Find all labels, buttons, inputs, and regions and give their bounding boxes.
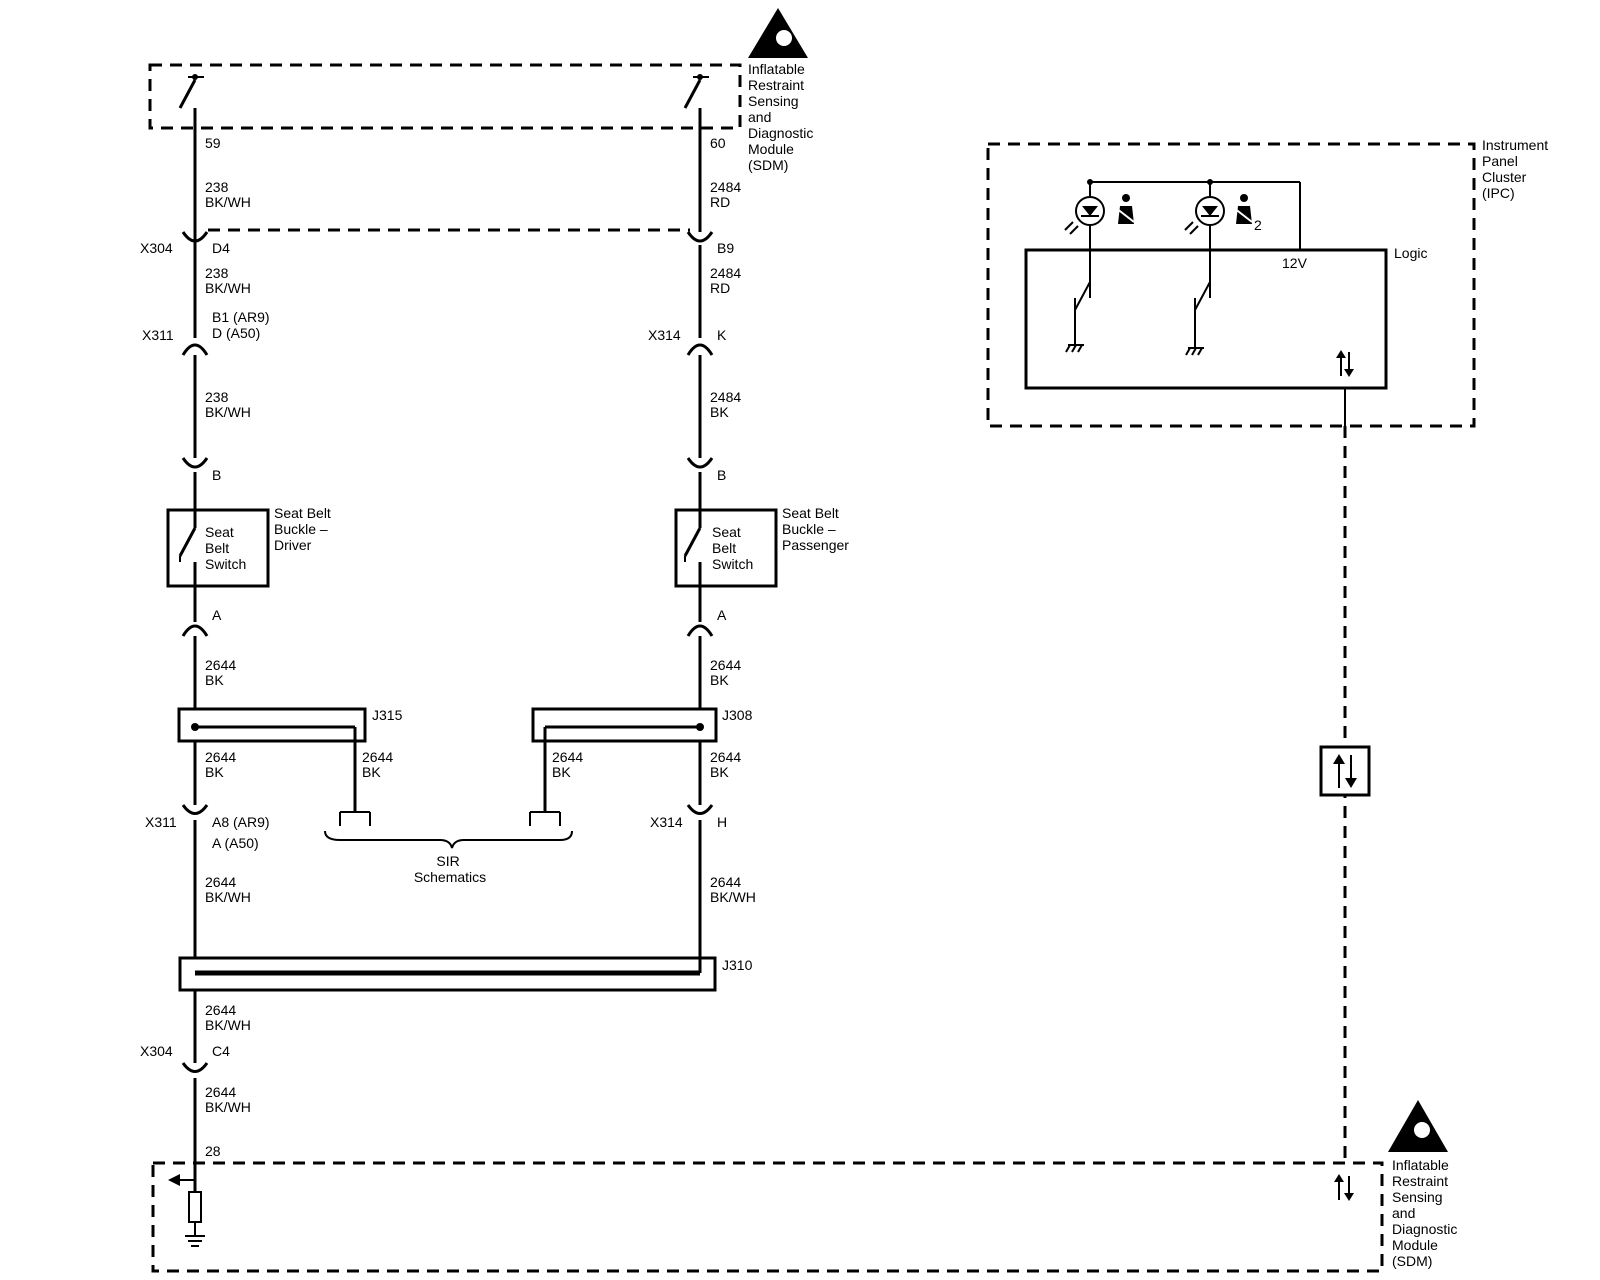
driver-switch-label: Seat Belt Switch — [205, 524, 246, 572]
ipc-logic-label: Logic — [1394, 245, 1427, 261]
ipc-label: Instrument Panel Cluster (IPC) — [1482, 137, 1552, 201]
x311-top-pins: B1 (AR9) D (A50) — [212, 309, 273, 341]
sir-schematics-label: SIR Schematics — [414, 853, 486, 885]
ground-icon-ipc-1 — [1065, 344, 1084, 353]
wire-2644-driver-2: 2644 BK — [205, 749, 240, 780]
wire-238-label-1: 238 BK/WH — [205, 179, 251, 210]
wire-2484-label-3: 2484 BK — [710, 389, 745, 420]
x311-bottom-pins: A8 (AR9) A (A50) — [212, 814, 273, 851]
ground-icon-sdm — [185, 1235, 205, 1247]
x304-bottom-label: X304 — [140, 1043, 173, 1059]
driver-buckle-pin-a: A — [212, 607, 222, 623]
x314-top-label: X314 — [648, 327, 681, 343]
sdm-bottom-label: Inflatable Restraint Sensing and Diagnos… — [1392, 1157, 1461, 1269]
splice-j315-label: J315 — [372, 707, 403, 723]
x304-c4-pin: C4 — [212, 1043, 230, 1059]
splice-j310 — [178, 956, 717, 992]
ipc-indicator-2-number: 2 — [1254, 217, 1262, 233]
splice-j308 — [531, 707, 718, 812]
airbag-warning-icon — [748, 8, 808, 58]
airbag-warning-icon-bottom — [1388, 1100, 1448, 1152]
wire-2484-label-2: 2484 RD — [710, 265, 745, 296]
wire-2644-driver-3: 2644 BK/WH — [205, 874, 251, 905]
wire-238-label-3: 238 BK/WH — [205, 389, 251, 420]
sir-schematics-brace — [324, 811, 573, 849]
passenger-seat-belt-buckle — [674, 508, 778, 588]
driver-seat-belt-buckle — [166, 508, 270, 588]
sdm-top-module — [148, 63, 742, 130]
driver-buckle-label: Seat Belt Buckle – Driver — [274, 505, 335, 553]
x314-bottom-label: X314 — [650, 814, 683, 830]
passenger-buckle-pin-b: B — [717, 467, 726, 483]
ipc-module: 2 — [986, 142, 1476, 428]
driver-buckle-pin-b: B — [212, 467, 221, 483]
passenger-buckle-label: Seat Belt Buckle – Passenger — [782, 505, 849, 553]
wire-2644-driver-1: 2644 BK — [205, 657, 240, 688]
wire-2644-passenger-1: 2644 BK — [710, 657, 745, 688]
sdm-top-label: Inflatable Restraint Sensing and Diagnos… — [748, 61, 817, 173]
ipc-data-arrows-icon — [1336, 350, 1354, 377]
serial-data-box-icon — [1319, 745, 1371, 797]
ground-icon-ipc-2 — [1185, 347, 1204, 356]
wire-238-label-2: 238 BK/WH — [205, 265, 251, 296]
passenger-buckle-pin-a-connector — [686, 624, 714, 637]
seat-belt-icon-2 — [1233, 194, 1253, 224]
x304-b9-connector — [686, 231, 714, 243]
x311-top-connector — [181, 343, 209, 356]
wire-2484-label-1: 2484 RD — [710, 179, 745, 210]
splice-j308-label: J308 — [722, 707, 753, 723]
sdm-pin-59: 59 — [205, 135, 221, 151]
x304-top-label: X304 — [140, 240, 173, 256]
wire-2644-driver-4: 2644 BK/WH — [205, 1002, 251, 1033]
x314-top-connector — [686, 343, 714, 356]
seat-belt-icon-1 — [1115, 194, 1135, 224]
x311-bottom-connector — [181, 804, 209, 815]
sdm-pin-60: 60 — [710, 135, 726, 151]
x314-top-pin: K — [717, 327, 727, 343]
x311-top-label: X311 — [142, 327, 174, 343]
x304-d4-connector — [181, 228, 209, 245]
wire-2644-driver-5: 2644 BK/WH — [205, 1084, 251, 1115]
wire-2644-passenger-2: 2644 BK — [710, 749, 745, 780]
wire-2644-passenger-3: 2644 BK/WH — [710, 874, 756, 905]
driver-buckle-pin-a-connector — [181, 624, 209, 637]
wire-2644-j315-branch: 2644 BK — [362, 749, 397, 780]
wire-2644-j308-branch: 2644 BK — [552, 749, 587, 780]
x314-bottom-connector — [686, 804, 714, 815]
x311-bottom-label: X311 — [145, 814, 177, 830]
sdm-bottom-module — [151, 1161, 1384, 1273]
passenger-switch-label: Seat Belt Switch — [712, 524, 753, 572]
splice-j315 — [177, 707, 371, 826]
seat-belt-indicator-led-2 — [1184, 196, 1225, 298]
x304-d4-pin: D4 — [212, 240, 230, 256]
x304-c4-connector — [181, 1062, 209, 1073]
x304-b9-pin: B9 — [717, 240, 734, 256]
seat-belt-indicator-led-1 — [1064, 196, 1105, 298]
splice-j310-label: J310 — [722, 957, 753, 973]
passenger-buckle-pin-a: A — [717, 607, 727, 623]
sdm-data-arrows-icon — [1334, 1174, 1354, 1201]
x314-bottom-pin: H — [717, 814, 727, 830]
driver-buckle-pin-b-connector — [181, 457, 209, 469]
ipc-voltage-label: 12V — [1282, 255, 1308, 271]
passenger-buckle-pin-b-connector — [686, 457, 714, 469]
sdm-pin-28: 28 — [205, 1143, 221, 1159]
